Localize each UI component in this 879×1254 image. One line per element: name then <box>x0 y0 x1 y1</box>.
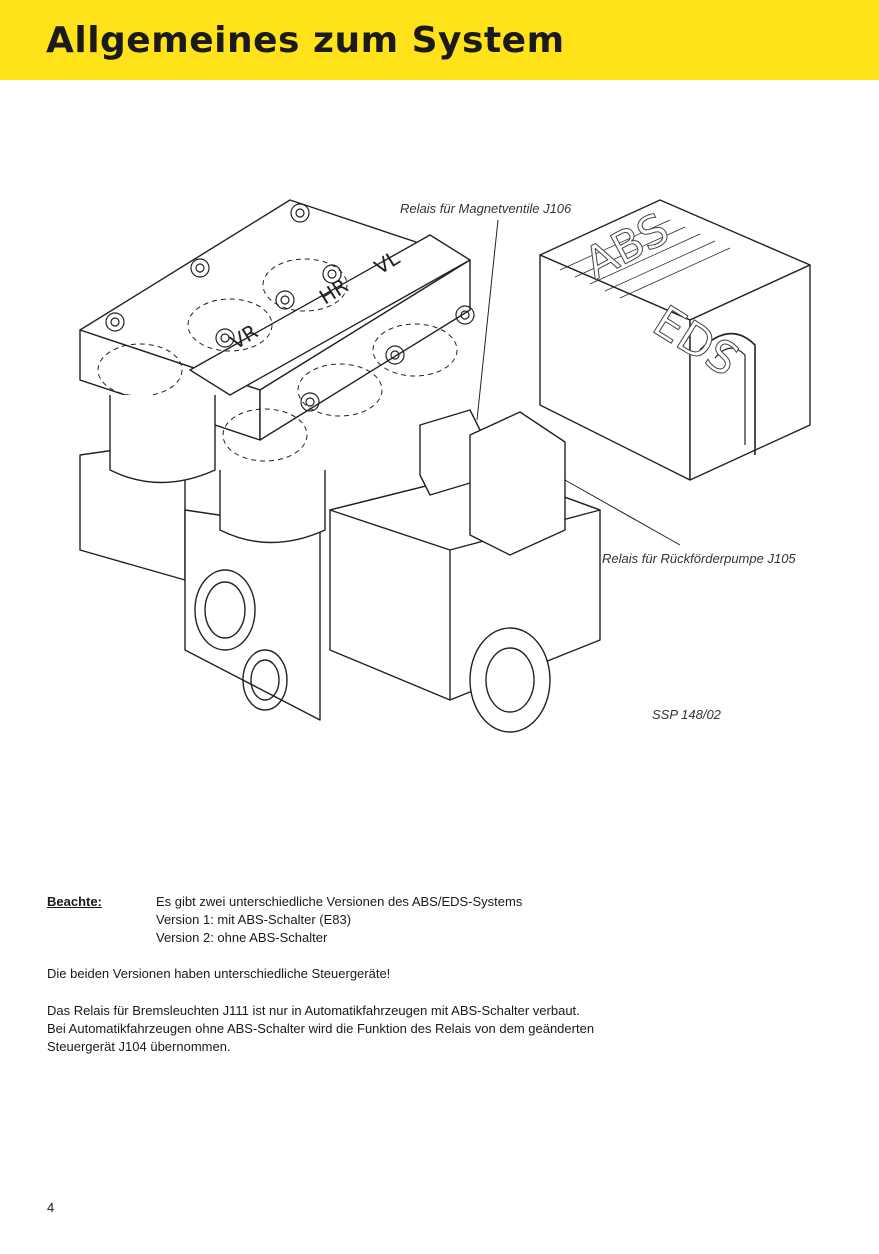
paragraph-line: Das Relais für Bremsleuchten J111 ist nu… <box>47 1003 580 1018</box>
abs-unit-drawing: VR HR VL ABS EDS <box>79 199 811 733</box>
paragraph-versions: Die beiden Versionen haben unterschiedli… <box>47 966 391 981</box>
callout-relay-j106: Relais für Magnetventile J106 <box>400 201 572 216</box>
paragraph-relay: Das Relais für Bremsleuchten J111 ist nu… <box>47 1002 827 1056</box>
abs-unit-illustration: VR HR VL ABS EDS <box>40 180 840 740</box>
valve-rib-top <box>189 234 471 396</box>
relay-j105 <box>469 411 566 556</box>
valve-block-side <box>259 259 471 441</box>
note-line: Version 2: ohne ABS-Schalter <box>156 930 328 945</box>
cover-side <box>689 264 811 481</box>
page-title: Allgemeines zum System <box>46 20 565 61</box>
note-line: Version 1: mit ABS-Schalter (E83) <box>156 912 352 927</box>
page-number: 4 <box>47 1200 55 1215</box>
page-header: Allgemeines zum System <box>0 0 879 80</box>
note-lines: Es gibt zwei unterschiedliche Versionen … <box>156 893 522 947</box>
note-line: Es gibt zwei unterschiedliche Versionen … <box>156 894 523 909</box>
paragraph-line: Bei Automatikfahrzeugen ohne ABS-Schalte… <box>47 1021 595 1036</box>
paragraph-line: Steuergerät J104 übernommen. <box>47 1039 231 1054</box>
callout-relay-j105: Relais für Rückförderpumpe J105 <box>602 551 796 566</box>
figure-reference: SSP 148/02 <box>652 707 721 722</box>
leader-j105 <box>564 479 681 546</box>
leader-j106 <box>476 219 499 421</box>
note-label: Beachte: <box>47 894 102 909</box>
